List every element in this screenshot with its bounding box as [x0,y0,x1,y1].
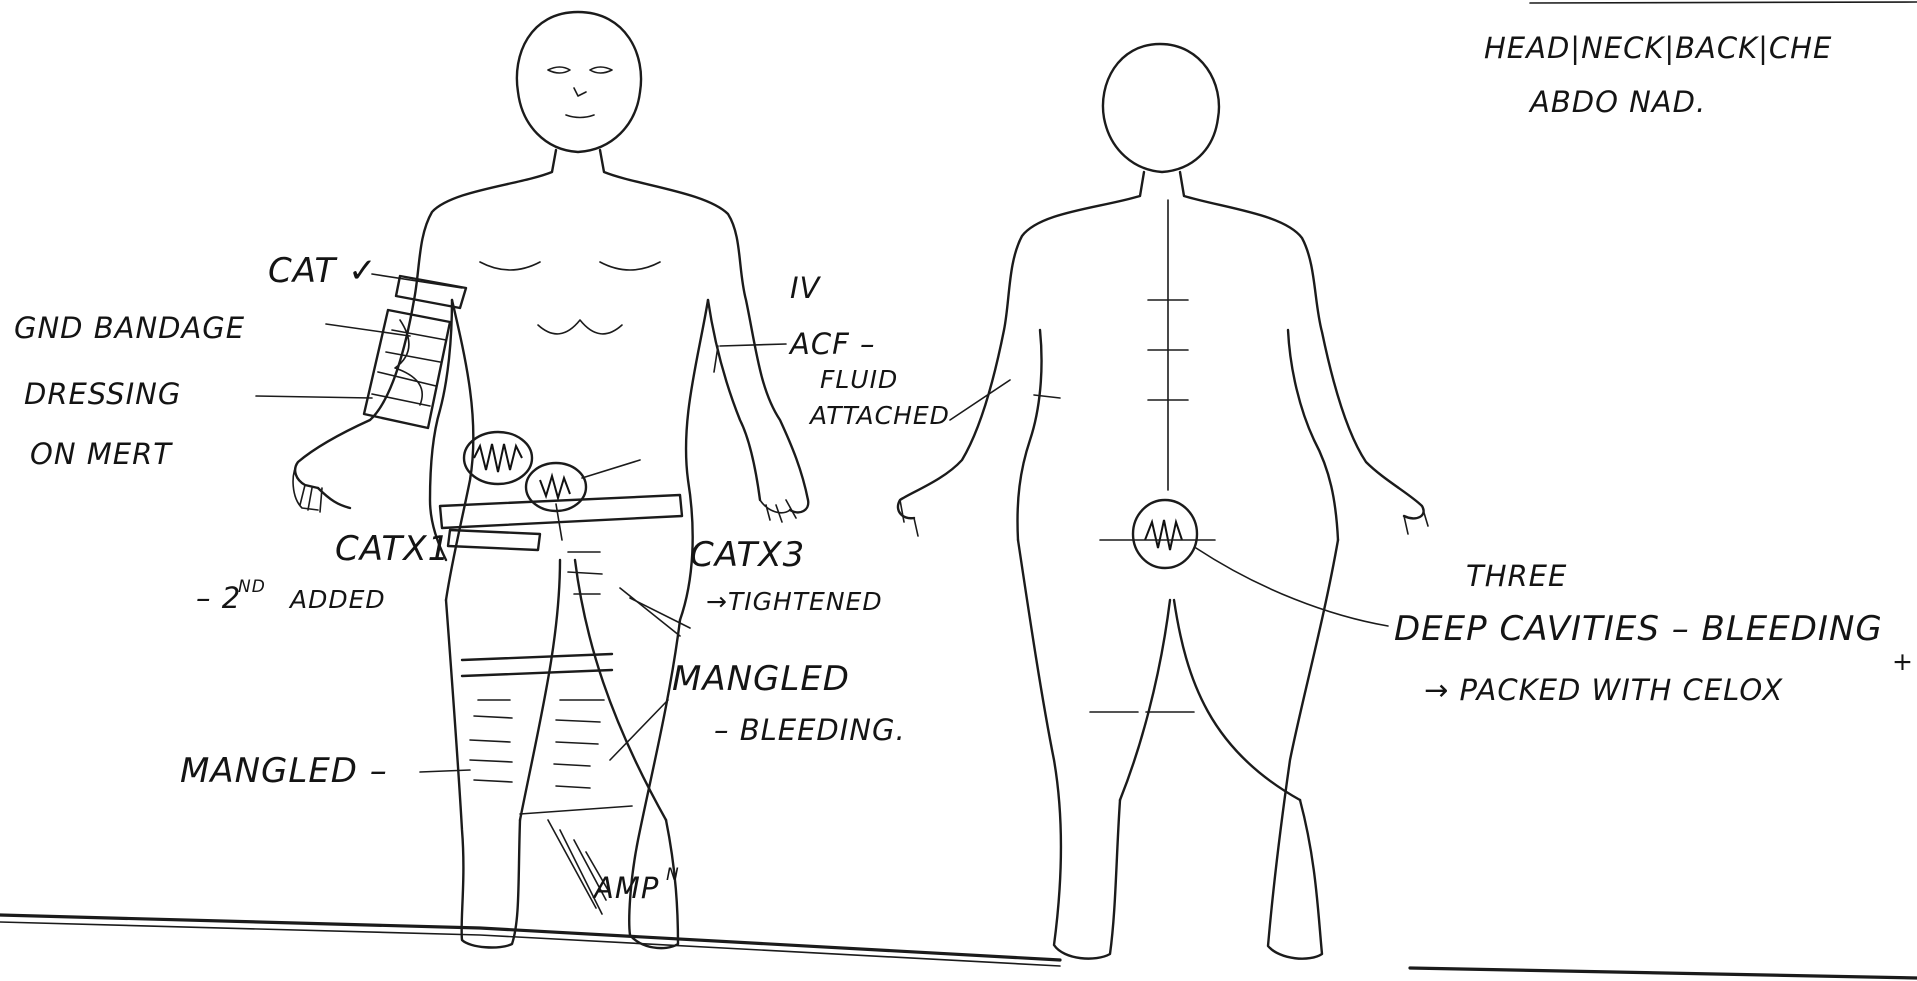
label-iv: IV [790,271,822,305]
label-deep-cavities: DEEP CAVITIES – BLEEDING [1394,609,1883,649]
front-markings [364,276,682,914]
label-mangled-bleeding-2: – BLEEDING. [714,713,906,747]
label-dressing-2: ON MERT [30,437,173,471]
label-acf: ACF – [788,327,876,361]
back-body-outline [898,44,1428,959]
label-mangled-bleeding-1: MANGLED [672,659,850,699]
label-ampn-sup: N [666,865,680,885]
handwritten-notes: HEAD|NECK|BACK|CHE ABDO NAD. CAT ✓ GND B… [14,31,1914,905]
label-three: THREE [1466,559,1567,593]
label-gnd-bandage: GND BANDAGE [14,311,245,345]
label-second-added-sup: ND [238,577,266,597]
label-attached: ATTACHED [808,401,950,430]
label-fluid: FLUID [820,365,898,394]
label-catx1: CATX1 [335,529,450,569]
label-second-added-prefix: – 2 [196,581,241,615]
label-packed-sup: + [1892,647,1914,676]
label-mangled-left: MANGLED – [180,751,388,791]
label-catx3: CATX3 [690,535,805,575]
label-packed: → PACKED WITH CELOX [1424,673,1783,707]
header-note-line1: HEAD|NECK|BACK|CHE [1484,31,1832,65]
header-note-line2: ABDO NAD. [1528,85,1706,119]
label-second-added-word: ADDED [288,585,386,614]
label-cat-check: CAT ✓ [268,251,378,291]
label-ampn: AMP [592,871,659,905]
label-dressing-1: DRESSING [24,377,181,411]
label-tightened: →TIGHTENED [706,587,883,616]
